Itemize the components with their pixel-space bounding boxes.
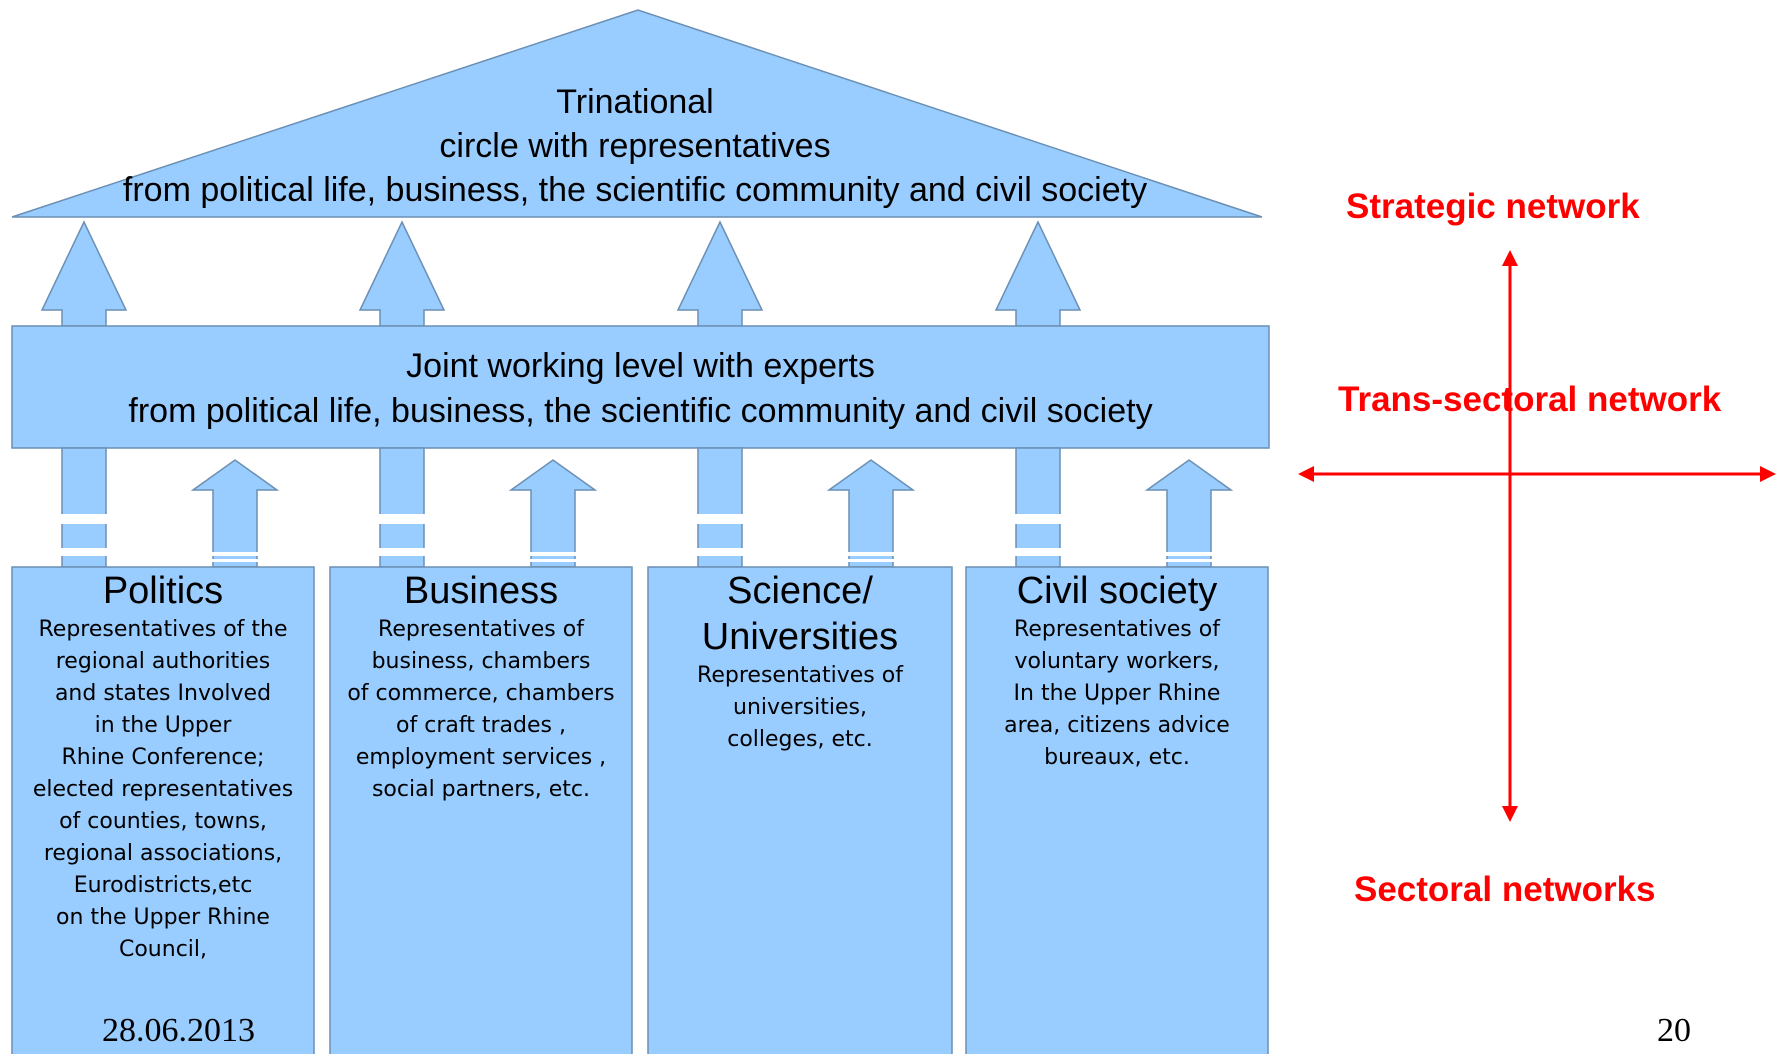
joint-line-1: Joint working level with experts <box>406 347 875 385</box>
small-up-arrow <box>1144 459 1234 568</box>
pillar-title-line: Science/ <box>727 570 873 612</box>
connector-gap <box>1015 548 1061 556</box>
arrowhead-right <box>1760 466 1776 482</box>
arrow-stripe <box>530 559 576 562</box>
pillar-box-business <box>329 566 633 1054</box>
connector-gap <box>379 548 425 556</box>
pillar-line: universities, <box>733 695 867 720</box>
up-arrow-to-roof <box>676 220 764 327</box>
pillar-title-line: Civil society <box>1016 570 1218 612</box>
connector-shaft <box>61 447 107 568</box>
pillar-line: In the Upper Rhine <box>1013 681 1221 706</box>
arrow-stripe <box>1166 559 1212 562</box>
connector-gap <box>61 514 107 524</box>
footer-date: 28.06.2013 <box>102 1012 255 1049</box>
connector-gap <box>61 548 107 556</box>
roof-triangle <box>11 9 1263 218</box>
pillar-line: in the Upper <box>94 713 232 738</box>
joint-line-2: from political life, business, the scien… <box>128 392 1153 430</box>
pillar-politics: Politics Representatives of the regional… <box>12 568 314 966</box>
pillar-line: of commerce, chambers <box>347 681 615 706</box>
pillar-box-politics <box>11 566 315 1054</box>
pillar-line: elected representatives <box>32 777 294 802</box>
joint-working-level-box <box>11 325 1270 449</box>
pillar-line: business, chambers <box>371 649 591 674</box>
pillar-title: Business <box>330 568 632 614</box>
pillar-title-line: Business <box>403 570 559 612</box>
network-axes <box>1298 250 1776 822</box>
pillar-description: Representatives of the regional authorit… <box>12 614 314 966</box>
pillar-title: Civil society <box>966 568 1268 614</box>
sectoral-networks-label: Sectoral networks <box>1354 870 1656 909</box>
pillar-line: of counties, towns, <box>59 809 267 834</box>
pillar-line: colleges, etc. <box>727 727 873 752</box>
arrowhead-up <box>1502 250 1518 266</box>
roof-line-2: circle with representatives <box>439 127 831 165</box>
up-arrow-to-roof <box>358 220 446 327</box>
pillar-line: of craft trades , <box>396 713 566 738</box>
joint-working-level-label: Joint working level with experts from po… <box>13 344 1268 434</box>
pillar-line: bureaux, etc. <box>1044 745 1190 770</box>
pillar-line: regional associations, <box>43 841 283 866</box>
small-up-arrow <box>508 459 598 568</box>
small-up-arrow <box>826 459 916 568</box>
pillar-box-science <box>647 566 953 1054</box>
connector-gap <box>697 548 743 556</box>
arrow-stripe <box>212 559 258 562</box>
trans-sectoral-network-label: Trans-sectoral network <box>1338 380 1722 419</box>
connector-gap <box>1015 514 1061 524</box>
connector-gap <box>379 514 425 524</box>
arrow-stripe <box>212 552 258 556</box>
pillar-line: employment services , <box>355 745 607 770</box>
pillar-line: area, citizens advice <box>1004 713 1230 738</box>
pillar-line: Representatives of <box>1014 617 1220 642</box>
footer-page-number: 20 <box>1657 1012 1691 1049</box>
arrowhead-left <box>1298 466 1314 482</box>
pillar-description: Representatives of business, chambers of… <box>330 614 632 806</box>
pillar-description: Representatives of voluntary workers, In… <box>966 614 1268 774</box>
pillar-line: Rhine Conference; <box>61 745 265 770</box>
connector-gap <box>697 514 743 524</box>
pillar-line: and states Involved <box>54 681 272 706</box>
pillar-line: regional authorities <box>55 649 271 674</box>
up-arrow-to-roof <box>40 220 128 327</box>
pillar-title-line: Politics <box>102 570 224 612</box>
pillar-business: Business Representatives of business, ch… <box>330 568 632 806</box>
pillar-civil-society: Civil society Representatives of volunta… <box>966 568 1268 774</box>
pillar-description: Representatives of universities, college… <box>648 660 952 756</box>
roof-line-3: from political life, business, the scien… <box>122 171 1148 209</box>
pillar-box-civil-society <box>965 566 1269 1054</box>
roof-line-1: Trinational <box>556 83 714 121</box>
up-arrow-to-roof <box>994 220 1082 327</box>
pillar-line: Eurodistricts,etc <box>73 873 253 898</box>
arrow-stripe <box>848 552 894 556</box>
pillar-line: on the Upper Rhine <box>56 905 270 930</box>
pillar-line: Representatives of <box>697 663 903 688</box>
pillar-title-line: Universities <box>701 616 899 658</box>
small-up-arrow <box>190 459 280 568</box>
pillar-line: Representatives of the <box>38 617 288 642</box>
roof-label: Trinational circle with representatives … <box>60 80 1210 212</box>
connector-shaft <box>697 447 743 568</box>
arrow-stripe <box>530 552 576 556</box>
arrow-stripe <box>848 559 894 562</box>
strategic-network-label: Strategic network <box>1346 187 1640 226</box>
pillar-line: Representatives of <box>378 617 584 642</box>
pillar-line: Council, <box>118 937 208 962</box>
pillar-title: Science/ Universities <box>648 568 952 660</box>
pillar-title: Politics <box>12 568 314 614</box>
pillar-line: voluntary workers, <box>1014 649 1220 674</box>
arrow-stripe <box>1166 552 1212 556</box>
connector-shaft <box>379 447 425 568</box>
arrowhead-down <box>1502 806 1518 822</box>
pillar-line: social partners, etc. <box>371 777 591 802</box>
pillar-science: Science/ Universities Representatives of… <box>648 568 952 756</box>
